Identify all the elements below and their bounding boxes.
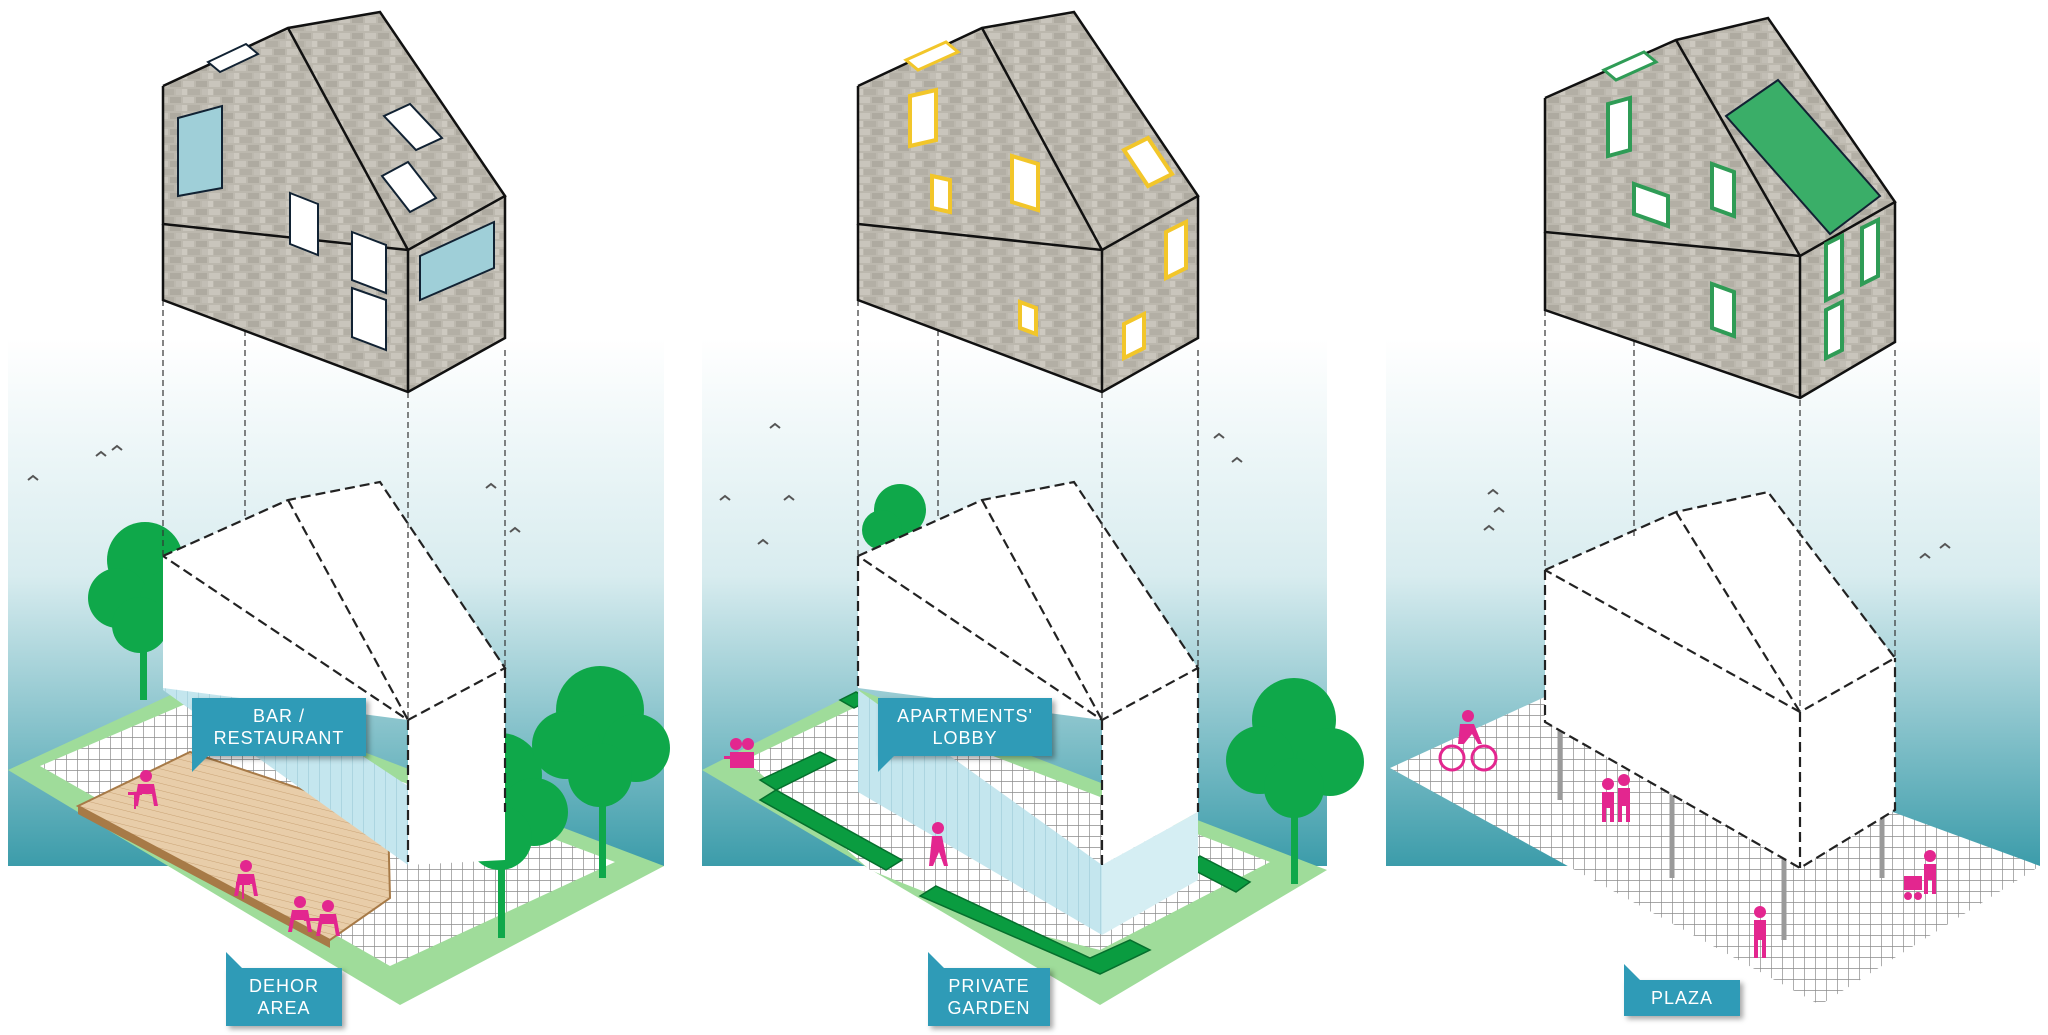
label-plaza: PLAZA [1624, 964, 1740, 1016]
window [382, 102, 444, 152]
building-upper-volume [1543, 16, 1897, 400]
window [1824, 298, 1844, 362]
window [930, 173, 952, 215]
window [380, 160, 438, 214]
birds [719, 422, 1243, 545]
building-upper-volume [856, 10, 1200, 394]
glass-facade-side [1102, 812, 1198, 935]
birds [27, 444, 521, 533]
people [1438, 710, 1936, 958]
window [1164, 218, 1188, 282]
panel-apartments-lobby [702, 10, 1364, 1005]
panel-bar-restaurant [8, 10, 670, 1005]
birds [1483, 488, 1951, 559]
hedge [758, 691, 1252, 975]
label-apartments-lobby: APARTMENTS' LOBBY [878, 698, 1052, 772]
window [1010, 153, 1040, 213]
label-bar-restaurant: BAR / RESTAURANT [192, 698, 366, 772]
plaza-paving [1390, 690, 2040, 1005]
projection-lines [1544, 300, 1896, 712]
window [1018, 299, 1038, 337]
tree [1226, 678, 1364, 884]
window [1632, 181, 1670, 229]
label-dehor-area: DEHOR AREA [226, 952, 342, 1026]
pilotis [1557, 730, 1885, 940]
tree [532, 666, 670, 878]
window [177, 104, 223, 198]
window [289, 191, 319, 257]
skylight [206, 42, 260, 74]
people [128, 770, 340, 936]
skylight [1601, 50, 1659, 82]
window [1122, 310, 1146, 362]
window [351, 230, 387, 295]
panel-plaza [1386, 16, 2040, 1005]
skylight [903, 40, 961, 72]
building-ground-massing [1543, 490, 1897, 870]
window [419, 220, 495, 302]
deck-edge [78, 806, 330, 948]
label-private-garden: PRIVATE GARDEN [928, 952, 1050, 1026]
projection-lines [162, 300, 506, 720]
window [351, 286, 387, 352]
window [1710, 281, 1736, 339]
window [908, 87, 938, 149]
building-upper-volume [161, 10, 507, 394]
window [1824, 232, 1844, 304]
window [1121, 135, 1175, 189]
window [1606, 95, 1632, 159]
window [1860, 216, 1880, 288]
building-ground-massing [856, 480, 1200, 865]
building-ground-massing [162, 480, 507, 865]
roof-window [1724, 78, 1882, 236]
people [724, 738, 948, 866]
projection-lines [857, 300, 1199, 720]
window [1710, 161, 1736, 219]
